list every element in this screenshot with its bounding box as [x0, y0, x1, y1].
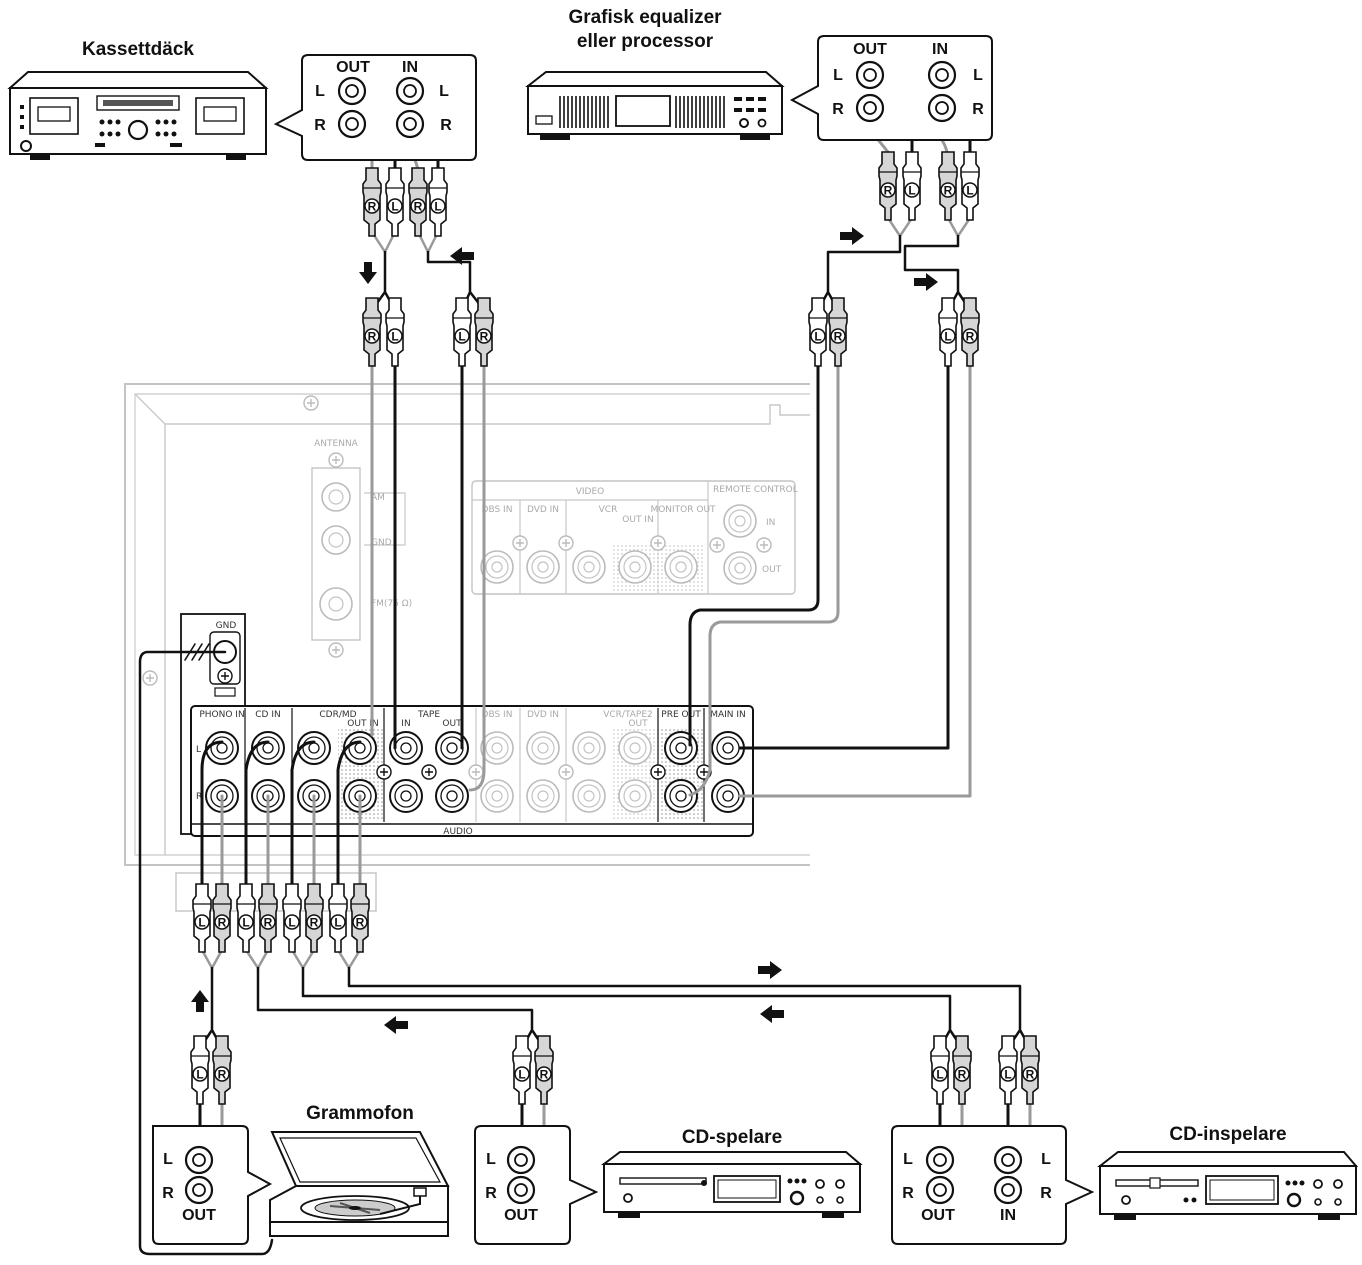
remote-out-label: OUT	[762, 565, 782, 575]
row-r-label: R	[196, 792, 202, 802]
equalizer-jack-callout: OUT IN L R L R	[789, 35, 993, 141]
cassette-jack-callout: OUT IN L R L R	[273, 54, 477, 161]
cdr-outin-label: OUT IN	[347, 719, 378, 729]
turntable-title: Grammofon	[306, 1103, 414, 1124]
cd-recorder-r-label: R	[902, 1185, 914, 1202]
phono-in-label: PHONO IN	[199, 710, 244, 720]
audio-section-label: AUDIO	[443, 827, 472, 837]
video-dvd-label: DVD IN	[527, 505, 559, 515]
cd-recorder-in-label: IN	[1000, 1207, 1016, 1224]
arrow-left-icon	[760, 1005, 784, 1023]
cassette-out-label: OUT	[336, 59, 370, 76]
cassette-l-label-right: L	[439, 83, 449, 100]
main-in-label: MAIN IN	[710, 710, 746, 720]
cd-player: CD-spelare L R OUT	[474, 1125, 863, 1245]
cdr-in-l-jack	[343, 731, 377, 765]
cassette-r-label: R	[314, 117, 326, 134]
arrow-left-icon	[384, 1016, 408, 1034]
row-l-label: L	[196, 745, 201, 755]
arrow-left-icon	[450, 247, 474, 265]
equalizer-title-line2: eller processor	[577, 31, 714, 52]
equalizer-title-line1: Grafisk equalizer	[568, 7, 722, 28]
video-vcr-label: VCR	[599, 505, 618, 515]
cassette-in-label: IN	[402, 59, 418, 76]
video-dbs-label: DBS IN	[482, 505, 513, 515]
cd-player-r-label: R	[485, 1185, 497, 1202]
antenna-fm-label: FM(75 Ω)	[371, 599, 412, 609]
audio-dvd-label: DVD IN	[527, 710, 559, 720]
video-monitor-label: MONITOR OUT	[650, 505, 716, 515]
equalizer-r-label-right: R	[972, 101, 984, 118]
cdr-md-label: CDR/MD	[319, 710, 356, 720]
antenna-am-label: AM	[371, 493, 385, 503]
cd-recorder: CD-inspelare L R L R OUT IN	[891, 1124, 1359, 1245]
cassette-deck-title: Kassettdäck	[82, 39, 194, 60]
phono-in-l-jack	[205, 731, 239, 765]
graphic-equalizer: Grafisk equalizer eller processor	[525, 7, 785, 140]
arrow-up-icon	[191, 990, 209, 1012]
arrow-right-icon	[914, 273, 938, 291]
cables	[138, 73, 1032, 1256]
remote-control-label: REMOTE CONTROL	[713, 485, 798, 495]
vcr-tape2-out-label: OUT	[628, 719, 648, 729]
gnd-label: GND	[216, 621, 237, 631]
turntable-l-label: L	[163, 1151, 173, 1168]
equalizer-l-label: L	[833, 67, 843, 84]
video-section-label: VIDEO	[576, 487, 605, 497]
pre-out-label: PRE OUT	[661, 710, 701, 720]
cassette-deck: Kassettdäck	[7, 39, 269, 160]
remote-in-label: IN	[766, 518, 775, 528]
cd-recorder-l-label-right: L	[1041, 1151, 1051, 1168]
audio-dbs-label: DBS IN	[482, 710, 513, 720]
cd-player-out-label: OUT	[504, 1207, 538, 1224]
pre-out-l-jack	[664, 731, 698, 765]
cassette-l-label: L	[315, 83, 325, 100]
cdr-out-l-jack	[297, 731, 331, 765]
vcr-tape2-label: VCR/TAPE2	[603, 710, 653, 720]
cd-recorder-title: CD-inspelare	[1169, 1124, 1286, 1145]
cd-recorder-l-label: L	[903, 1151, 913, 1168]
cd-in-l-jack	[251, 731, 285, 765]
tape-out-label: OUT	[442, 719, 462, 729]
equalizer-l-label-right: L	[973, 67, 983, 84]
antenna-label: ANTENNA	[314, 439, 359, 449]
turntable: Grammofon L R OUT	[152, 1103, 450, 1245]
equalizer-r-label: R	[832, 101, 844, 118]
cd-player-l-label: L	[486, 1151, 496, 1168]
cassette-r-label-right: R	[440, 117, 452, 134]
cd-recorder-out-label: OUT	[921, 1207, 955, 1224]
tape-in-label: IN	[401, 719, 410, 729]
cd-recorder-r-label-right: R	[1040, 1185, 1052, 1202]
equalizer-in-label: IN	[932, 41, 948, 58]
arrow-right-icon	[840, 227, 864, 245]
arrow-right-icon	[758, 961, 782, 979]
receiver-rear-panel: ANTENNA AM GND FM(75 Ω) VIDEO REMOTE CON…	[124, 383, 810, 912]
equalizer-out-label: OUT	[853, 41, 887, 58]
signal-arrows	[191, 227, 938, 1034]
turntable-out-label: OUT	[182, 1207, 216, 1224]
cd-player-title: CD-spelare	[682, 1127, 782, 1148]
arrow-down-icon	[359, 262, 377, 284]
video-vcr-outin-label: OUT IN	[622, 515, 653, 525]
turntable-r-label: R	[162, 1185, 174, 1202]
cd-in-label: CD IN	[255, 710, 280, 720]
antenna-gnd-label: GND	[371, 538, 392, 548]
tape-label: TAPE	[417, 710, 440, 720]
